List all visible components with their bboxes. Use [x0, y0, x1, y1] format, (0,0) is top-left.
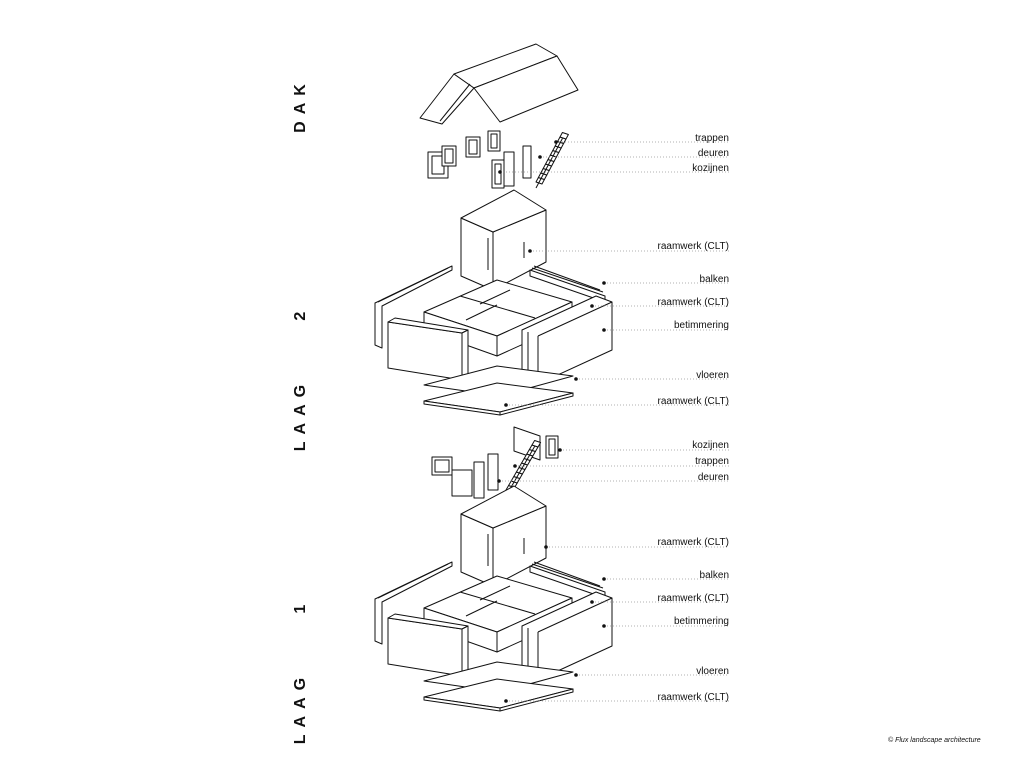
leader-dot: [538, 155, 542, 159]
balken-panel-left: [374, 561, 453, 645]
dak-window-frames: [427, 130, 505, 189]
leader-dot: [590, 304, 594, 308]
balken-edge: [377, 563, 449, 599]
leader-dot: [554, 140, 558, 144]
clt-floor-edge: [499, 688, 574, 712]
panel-edge: [537, 597, 613, 633]
leader-dot: [504, 403, 508, 407]
component-label: betimmering: [673, 616, 729, 627]
component-label: raamwerk (CLT): [657, 241, 729, 252]
stairs-laag2: [505, 440, 542, 497]
balken-edge: [533, 561, 601, 587]
credit-text: © Flux landscape architecture: [888, 737, 981, 744]
leader-dot: [574, 673, 578, 677]
component-label: deuren: [697, 148, 729, 159]
component-label: raamwerk (CLT): [657, 593, 729, 604]
leader-dot: [602, 328, 606, 332]
partition: [465, 600, 498, 617]
component-label: raamwerk (CLT): [657, 537, 729, 548]
clt-wall-top: [460, 189, 547, 233]
balken-edge: [531, 563, 604, 589]
stair-stringer: [535, 138, 563, 189]
leader-dot: [498, 170, 502, 174]
laag2-components: [374, 189, 613, 416]
dak-doors: [503, 145, 532, 187]
leader-dot: [574, 377, 578, 381]
balken-edge: [377, 267, 449, 303]
partition: [479, 289, 511, 305]
component-label: kozijnen: [692, 163, 729, 174]
partition: [465, 304, 498, 321]
laag1-components: [374, 485, 613, 712]
kozijn-left-inner: [434, 459, 450, 473]
component-label: vloeren: [696, 666, 729, 677]
dak-stairs: [535, 132, 569, 189]
component-label: vloeren: [696, 370, 729, 381]
label-leaders: [497, 140, 729, 703]
betimmering-left-side: [461, 625, 469, 677]
partition: [479, 585, 511, 601]
leader-dot: [602, 281, 606, 285]
clt-wall-top: [460, 485, 547, 529]
balken-edge: [531, 267, 604, 293]
component-label: raamwerk (CLT): [657, 692, 729, 703]
component-label: deuren: [697, 472, 729, 483]
leader-dot: [602, 624, 606, 628]
panel-edge: [537, 301, 613, 337]
leader-dot: [558, 448, 562, 452]
clt-floor-edge: [499, 392, 574, 416]
partition: [459, 295, 536, 319]
partition: [459, 591, 536, 615]
stair-step: [559, 132, 569, 140]
kozijn-right-inner: [548, 438, 556, 456]
leader-dot: [544, 545, 548, 549]
kozijn-block: [451, 469, 473, 497]
door-mid-2: [487, 453, 499, 491]
balken-edge: [533, 265, 601, 291]
component-label: balken: [699, 274, 729, 285]
leader-dot: [528, 249, 532, 253]
component-label: trappen: [695, 133, 729, 144]
component-label: balken: [699, 570, 729, 581]
leader-dot: [504, 699, 508, 703]
component-label: trappen: [695, 456, 729, 467]
betimmering-left-side: [461, 329, 469, 381]
leader-dot: [513, 464, 517, 468]
leader-dot: [590, 600, 594, 604]
leader-dot: [602, 577, 606, 581]
component-label: kozijnen: [692, 440, 729, 451]
component-label: raamwerk (CLT): [657, 297, 729, 308]
balken-panel-left: [374, 265, 453, 349]
stair-step: [531, 440, 542, 448]
leader-dot: [497, 479, 501, 483]
laag2-openings: [431, 426, 559, 499]
roof-component: [419, 43, 579, 125]
stairs-dak: [535, 132, 569, 189]
component-label: raamwerk (CLT): [657, 396, 729, 407]
door-mid-1: [473, 461, 485, 499]
component-label: betimmering: [673, 320, 729, 331]
